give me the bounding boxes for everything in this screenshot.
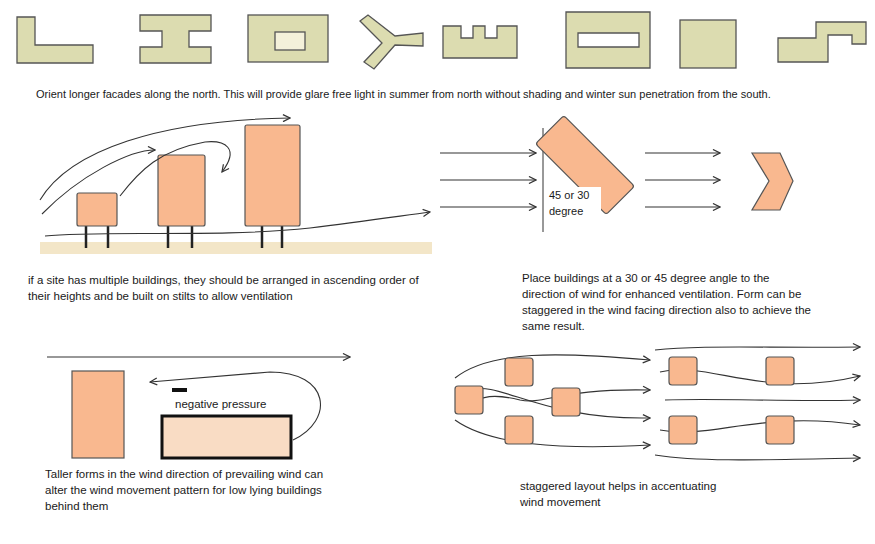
staggered-note: staggered layout helps in accentuating w… bbox=[520, 478, 720, 510]
orientation-note: Orient longer facades along the north. T… bbox=[36, 86, 866, 102]
pressure-label: negative pressure bbox=[175, 396, 290, 412]
angle-label: 45 or 30 degree bbox=[549, 187, 601, 219]
staggered-illustration bbox=[455, 347, 860, 460]
pressure-note: Taller forms in the wind direction of pr… bbox=[45, 466, 345, 514]
stilts-illustration bbox=[40, 118, 432, 254]
stilts-note: if a site has multiple buildings, they s… bbox=[28, 272, 438, 304]
angle-illustration bbox=[440, 116, 793, 232]
plan-shapes bbox=[17, 12, 866, 69]
pressure-illustration bbox=[47, 357, 350, 458]
angle-note: Place buildings at a 30 or 45 degree ang… bbox=[522, 270, 812, 334]
